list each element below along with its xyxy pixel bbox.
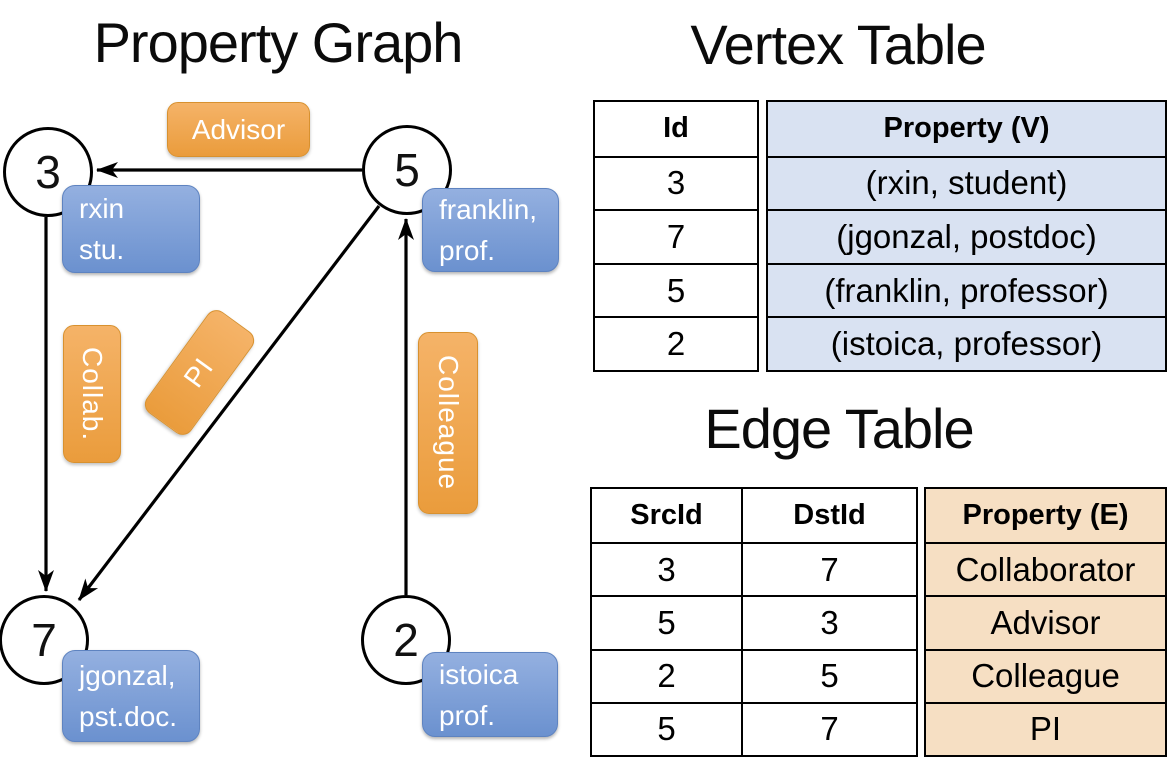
vertex-table-property-cell: (franklin, professor) [768,262,1165,317]
edge-label-pi-text: PI [178,351,221,393]
graph-edges-svg [38,162,414,601]
vertex-label-3-line2: stu. [79,234,125,265]
node-id-7: 7 [31,614,57,666]
vertex-label-2: istoica prof. [422,652,558,737]
edge-table-srcid-cell: 5 [592,701,741,755]
edge-table-srcid-cell: 3 [592,542,741,595]
vertex-label-3-line1: rxin [79,193,125,224]
edge-table-srcid-cell: 2 [592,648,741,702]
vertex-label-7-line1: jgonzal, [79,660,176,691]
vertex-table-property-column: Property (V) (rxin, student) (jgonzal, p… [766,100,1167,372]
edge-table-title: Edge Table [704,397,974,460]
edge-table-property-cell: Collaborator [926,542,1165,595]
edge-table-header-dstid: DstId [741,489,916,543]
edge-label-advisor: Advisor [167,102,310,157]
node-id-5: 5 [394,144,420,196]
vertex-label-7: jgonzal, pst.doc. [62,650,200,742]
node-id-3: 3 [35,146,61,198]
vertex-table-property-cell: (jgonzal, postdoc) [768,209,1165,263]
edge-label-collab-text: Collab. [77,346,108,442]
node-id-2: 2 [393,614,419,666]
vertex-label-5-line1: franklin, [439,194,538,225]
edge-table-id-columns: SrcId DstId 3 7 5 3 2 5 5 7 [590,487,918,757]
node-circle-2: 2 [361,595,451,685]
vertex-table-property-cell: (rxin, student) [768,155,1165,210]
edge-table-dstid-cell: 5 [741,648,916,702]
edge-table-header-property: Property (E) [962,499,1129,532]
vertex-table-id-cell: 3 [595,155,757,210]
edge-label-advisor-text: Advisor [191,113,286,145]
node-circle-5: 5 [362,125,452,215]
vertex-table-id-cell: 5 [595,262,757,317]
vertex-label-5: franklin, prof. [422,188,559,272]
edge-table-header-srcid: SrcId [630,499,703,532]
vertex-label-3: rxin stu. [62,185,200,273]
vertex-table-header-property: Property (V) [883,112,1050,145]
edge-table-property-cell: Advisor [926,595,1165,648]
vertex-label-7-line2: pst.doc. [79,701,178,732]
edge-table-dstid-cell: 7 [741,542,916,596]
vertex-label-5-line2: prof. [439,235,496,266]
vertex-label-2-line2: prof. [439,699,496,731]
edge-label-collab: Collab. [63,325,121,463]
vertex-table-property-cell: (istoica, professor) [768,316,1165,370]
vertex-table-id-cell: 2 [595,316,757,370]
edge-table-property-cell: Colleague [926,648,1165,702]
edge-label-colleague: Colleague [418,332,478,514]
edge-table-dstid-cell: 7 [741,701,916,755]
edge-table-property-column: Property (E) Collaborator Advisor Collea… [924,487,1167,757]
edge-label-colleague-text: Colleague [433,355,464,491]
vertex-table-title: Vertex Table [690,13,986,76]
edge-pi-5-to-7 [77,205,381,601]
edge-table-srcid-cell: 5 [592,595,741,648]
property-graph-title: Property Graph [93,11,464,74]
vertex-table-header-id: Id [663,112,689,145]
vertex-label-2-line1: istoica [439,658,519,690]
edge-table-property-cell: PI [926,701,1165,755]
edge-table-dstid-cell: 3 [741,595,916,649]
vertex-table-id-cell: 7 [595,209,757,263]
vertex-table-id-column: Id 3 7 5 2 [593,100,759,372]
